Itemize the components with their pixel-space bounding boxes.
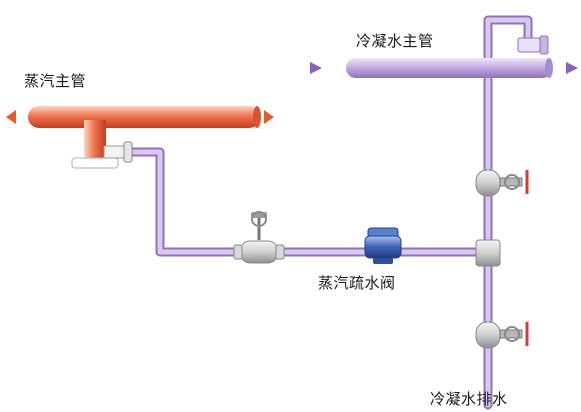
condensate-main-label: 冷凝水主管 bbox=[356, 32, 434, 50]
steam-trap-icon bbox=[364, 227, 402, 264]
arrow-right-icon bbox=[264, 110, 274, 124]
steam-drain-line bbox=[127, 147, 493, 257]
arrow-left-icon bbox=[566, 62, 578, 74]
isolation-valve bbox=[233, 211, 285, 264]
condensate-piping bbox=[127, 15, 533, 410]
condensate-drain-label: 冷凝水排水 bbox=[430, 390, 508, 408]
steam-main-label: 蒸汽主管 bbox=[24, 72, 87, 90]
steam-trap-label: 蒸汽疏水阀 bbox=[318, 274, 396, 292]
arrow-left-icon bbox=[6, 110, 16, 124]
arrow-left-icon bbox=[310, 62, 322, 74]
riser-tee bbox=[475, 239, 501, 267]
steam-main-pipe bbox=[28, 106, 261, 169]
riser-valve-upper bbox=[475, 169, 529, 197]
riser-valve-lower bbox=[475, 321, 529, 349]
condensate-main-pipe bbox=[346, 35, 553, 78]
